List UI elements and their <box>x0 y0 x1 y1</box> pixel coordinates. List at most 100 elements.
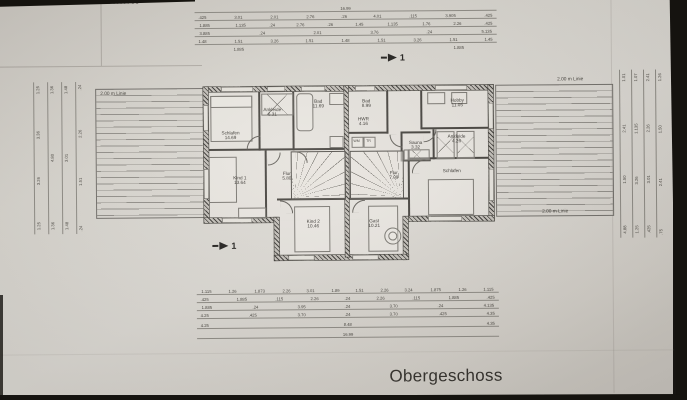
cabinet <box>427 92 446 105</box>
dimension-value: 3.01 <box>645 174 651 184</box>
dimension-value: 1.25 <box>36 222 41 231</box>
dimension-value: 16.99 <box>340 6 351 11</box>
dimension-value: 2.26 <box>282 288 291 294</box>
section-arrow-line <box>212 245 219 247</box>
paper-crease <box>100 1 102 66</box>
dimension-value: 1.115 <box>483 287 494 292</box>
window <box>355 85 376 91</box>
dimension-value: 2.26 <box>645 124 651 133</box>
dimension-value: 1.25 <box>35 86 40 95</box>
dimension-value: .425 <box>198 15 207 21</box>
dimension-value: 3.76 <box>370 29 379 35</box>
dimension-value: 1.51 <box>377 37 386 43</box>
dimension-value: 4.88 <box>622 225 627 234</box>
washing-machine-label: WM <box>353 138 360 143</box>
dimension-value: .425 <box>484 21 493 26</box>
window <box>488 168 495 201</box>
photo-edge-top-left <box>0 0 195 7</box>
paper-fold <box>1 349 675 356</box>
dimension-value: 1.885 <box>236 297 248 302</box>
dimension-value: 1.885 <box>233 47 245 52</box>
window <box>435 84 468 91</box>
dimension-value: 1.48 <box>64 222 69 231</box>
dimension-value: 1.45 <box>355 22 364 27</box>
dimension-value: 4.135 <box>483 303 495 308</box>
window <box>428 216 463 222</box>
section-marker-label: 1 <box>231 240 237 251</box>
dimension-value: 1.01 <box>620 73 626 82</box>
dimension-value: 2.76 <box>305 14 315 20</box>
dimension-value: 1.135 <box>387 21 398 27</box>
dimension-value: 1.51 <box>77 178 83 187</box>
right-roof-area <box>495 83 615 217</box>
dimension-value: .24 <box>344 304 351 309</box>
window <box>288 255 315 261</box>
dimension-value: 3.95 <box>297 304 306 310</box>
bed <box>294 206 331 253</box>
window <box>488 102 494 129</box>
dimension-value: 1.885 <box>453 45 465 51</box>
dimension-value: 3.26 <box>413 37 422 43</box>
interior-wall <box>348 131 389 134</box>
dimension-value: 3.01 <box>63 154 69 163</box>
dimension-value: 1.07 <box>632 73 638 82</box>
dimension-value: 1.51 <box>234 39 243 44</box>
dimension-value: .26 <box>327 22 333 28</box>
section-marker-bottom: 1 <box>212 241 236 251</box>
dimension-value: 3.36 <box>35 131 41 140</box>
dimension-value: .24 <box>344 296 351 301</box>
dimension-value: 1.51 <box>305 38 315 44</box>
dimension-value: 3.70 <box>297 312 306 318</box>
sauna-bench <box>403 149 430 161</box>
toilet <box>329 135 344 149</box>
dimension-value: .425 <box>484 13 493 18</box>
dimension-value: 2.76 <box>296 22 305 28</box>
section-marker-label: 1 <box>399 52 405 63</box>
window <box>301 86 326 92</box>
bed <box>427 178 475 216</box>
dimension-value: 3.01 <box>306 288 315 294</box>
bathtub <box>296 93 314 132</box>
window <box>203 105 209 132</box>
dimension-value: 1.48 <box>341 38 350 43</box>
dimension-value: .24 <box>77 84 82 91</box>
window <box>267 86 286 92</box>
dimension-value: 1.26 <box>458 287 467 293</box>
dimension-value: 1.36 <box>50 222 55 231</box>
section-arrow-line <box>380 56 387 59</box>
dimension-value: 1.48 <box>198 39 207 45</box>
dimension-value: 1.51 <box>355 288 364 293</box>
desk <box>238 207 267 219</box>
bay-wall-left <box>274 217 280 261</box>
section-arrow-icon <box>387 53 397 62</box>
interior-wall <box>420 90 423 130</box>
dimension-value: 4.25 <box>200 313 209 319</box>
bed-pillow <box>210 95 253 108</box>
dimension-value: 1.885 <box>448 295 459 301</box>
dimension-value: 1.76 <box>422 21 431 27</box>
dimension-value: .115 <box>408 13 417 19</box>
page-title: Obergeschoss <box>389 365 503 386</box>
dimension-value: .24 <box>344 312 351 317</box>
dimension-value: .425 <box>200 297 209 303</box>
dimension-value: .24 <box>78 225 83 232</box>
window <box>352 254 379 260</box>
dimension-value: .425 <box>438 311 447 317</box>
dimension-value: 4.35 <box>487 321 496 326</box>
dimension-value: 1.25 <box>634 225 639 234</box>
dimension-value: 1.36 <box>49 85 54 95</box>
dim-row-top: 1.885 1.885 <box>229 43 469 52</box>
